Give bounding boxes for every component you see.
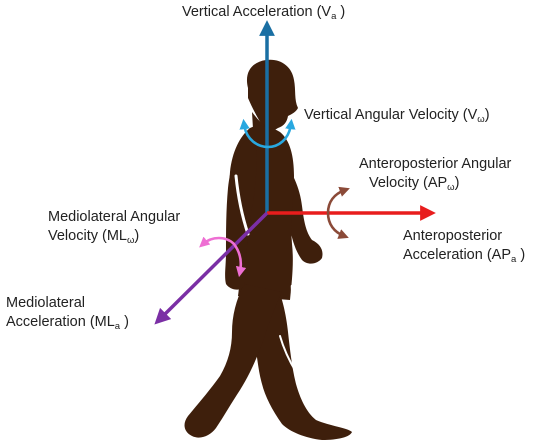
vertical-acceleration-close: ) — [336, 4, 346, 20]
ml-angular-velocity-line1: Mediolateral Angular — [48, 209, 181, 225]
ap-angular-velocity-line2-text: Velocity (AP — [369, 175, 448, 191]
vertical-angular-velocity-close: ) — [484, 107, 490, 123]
ml-acceleration-line2-text: Acceleration (ML — [6, 314, 115, 330]
silhouette-highlights — [234, 174, 304, 373]
ap-angular-velocity-close: ) — [454, 175, 460, 191]
ml-angular-velocity-close: ) — [134, 228, 140, 244]
ap-acceleration-line1: Anteroposterior — [403, 228, 503, 244]
ap-acceleration-sub: a — [511, 254, 517, 265]
ml-rotation-arrow-icon — [199, 236, 247, 278]
ap-acceleration-label: Anteroposterior Acceleration (APa ) — [403, 227, 525, 265]
vertical-angular-velocity-label: Vertical Angular Velocity (Vω) — [304, 106, 490, 125]
vertical-angular-velocity-sub: ω — [477, 114, 485, 125]
vertical-rotation-arrow-icon — [239, 118, 296, 149]
vertical-acceleration-label: Vertical Acceleration (Va ) — [182, 3, 345, 22]
vertical-acceleration-text: Vertical Acceleration (V — [182, 4, 332, 20]
ml-angular-velocity-sub: ω — [126, 235, 135, 246]
ml-acceleration-line1: Mediolateral — [6, 295, 85, 311]
vertical-angular-velocity-text: Vertical Angular Velocity (V — [304, 107, 478, 123]
ap-acceleration-close: ) — [516, 247, 526, 263]
head — [246, 59, 298, 134]
ml-angular-velocity-line2: Velocity (MLω) — [48, 227, 180, 246]
ml-angular-velocity-label: Mediolateral Angular Velocity (MLω) — [48, 208, 180, 246]
ap-acceleration-line2-text: Acceleration (AP — [403, 247, 511, 263]
ap-angular-velocity-sub: ω — [447, 182, 455, 193]
front-leg — [184, 284, 282, 438]
ml-angular-velocity-line2-text: Velocity (ML — [48, 228, 127, 244]
ap-rotation-arrow-icon — [326, 186, 350, 239]
ml-acceleration-line2: Acceleration (MLa ) — [6, 313, 129, 332]
ap-angular-velocity-line2: Velocity (APω) — [359, 174, 511, 193]
ap-angular-velocity-label: Anteroposterior Angular Velocity (APω) — [359, 155, 511, 193]
ml-acceleration-close: ) — [120, 314, 129, 330]
ap-acceleration-line2: Acceleration (APa ) — [403, 246, 525, 265]
ml-acceleration-sub: a — [114, 321, 121, 332]
vertical-acceleration-sub: a — [331, 11, 337, 22]
ml-acceleration-label: Mediolateral Acceleration (MLa ) — [6, 294, 129, 332]
ap-angular-velocity-line1: Anteroposterior Angular — [359, 156, 512, 172]
